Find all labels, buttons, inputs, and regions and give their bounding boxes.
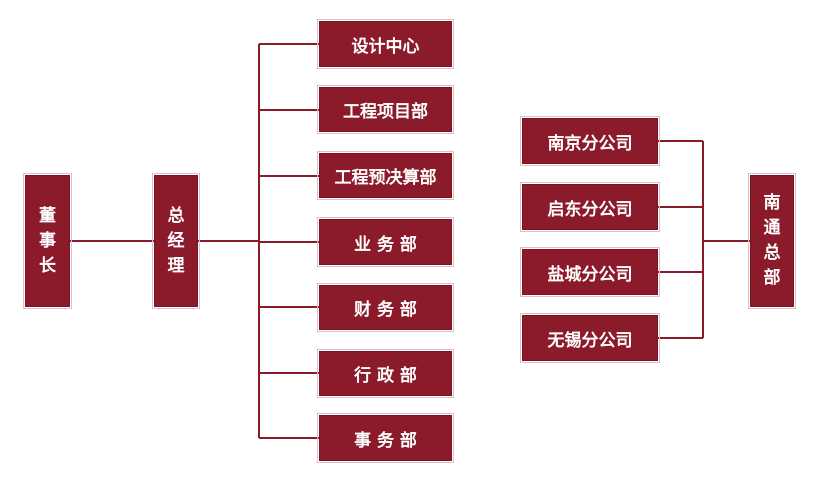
dept-engineering-budget: 工程预决算部 xyxy=(317,151,454,200)
dept-label: 事 务 部 xyxy=(354,430,417,451)
hq-char-1: 南 xyxy=(763,193,781,213)
branch-qidong: 启东分公司 xyxy=(520,182,660,232)
chairman-char-3: 长 xyxy=(39,255,56,276)
chairman-box: 董 事 长 xyxy=(23,173,72,309)
dept-engineering-projects: 工程项目部 xyxy=(317,85,454,134)
hq-char-2: 通 xyxy=(763,218,781,238)
dept-label: 业 务 部 xyxy=(354,234,417,255)
branch-label: 盐城分公司 xyxy=(547,264,633,285)
branch-label: 启东分公司 xyxy=(547,199,633,220)
dept-administration: 行 政 部 xyxy=(317,349,454,398)
dept-label: 财 务 部 xyxy=(354,300,417,320)
general-manager-box: 总 经 理 xyxy=(152,173,200,309)
dept-affairs: 事 务 部 xyxy=(317,413,454,463)
dept-label: 设计中心 xyxy=(351,36,420,57)
chairman-char-2: 事 xyxy=(39,230,56,251)
hq-char-3: 总 xyxy=(763,243,781,263)
dept-business: 业 务 部 xyxy=(317,217,454,267)
dept-finance: 财 务 部 xyxy=(317,283,454,332)
gm-char-2: 经 xyxy=(167,230,185,251)
gm-char-3: 理 xyxy=(167,255,185,276)
branch-label: 南京分公司 xyxy=(547,133,633,154)
nantong-hq-box: 南 通 总 部 xyxy=(748,173,796,309)
hq-char-4: 部 xyxy=(763,268,781,288)
dept-design-center: 设计中心 xyxy=(317,19,454,69)
chairman-char-1: 董 xyxy=(39,205,56,226)
dept-label: 行 政 部 xyxy=(354,366,417,386)
dept-label: 工程项目部 xyxy=(343,102,428,122)
dept-label: 工程预决算部 xyxy=(334,168,437,188)
branch-label: 无锡分公司 xyxy=(547,330,633,351)
branch-yancheng: 盐城分公司 xyxy=(520,247,660,297)
gm-char-1: 总 xyxy=(167,205,185,226)
branch-nanjing: 南京分公司 xyxy=(520,116,660,166)
branch-wuxi: 无锡分公司 xyxy=(520,313,660,363)
